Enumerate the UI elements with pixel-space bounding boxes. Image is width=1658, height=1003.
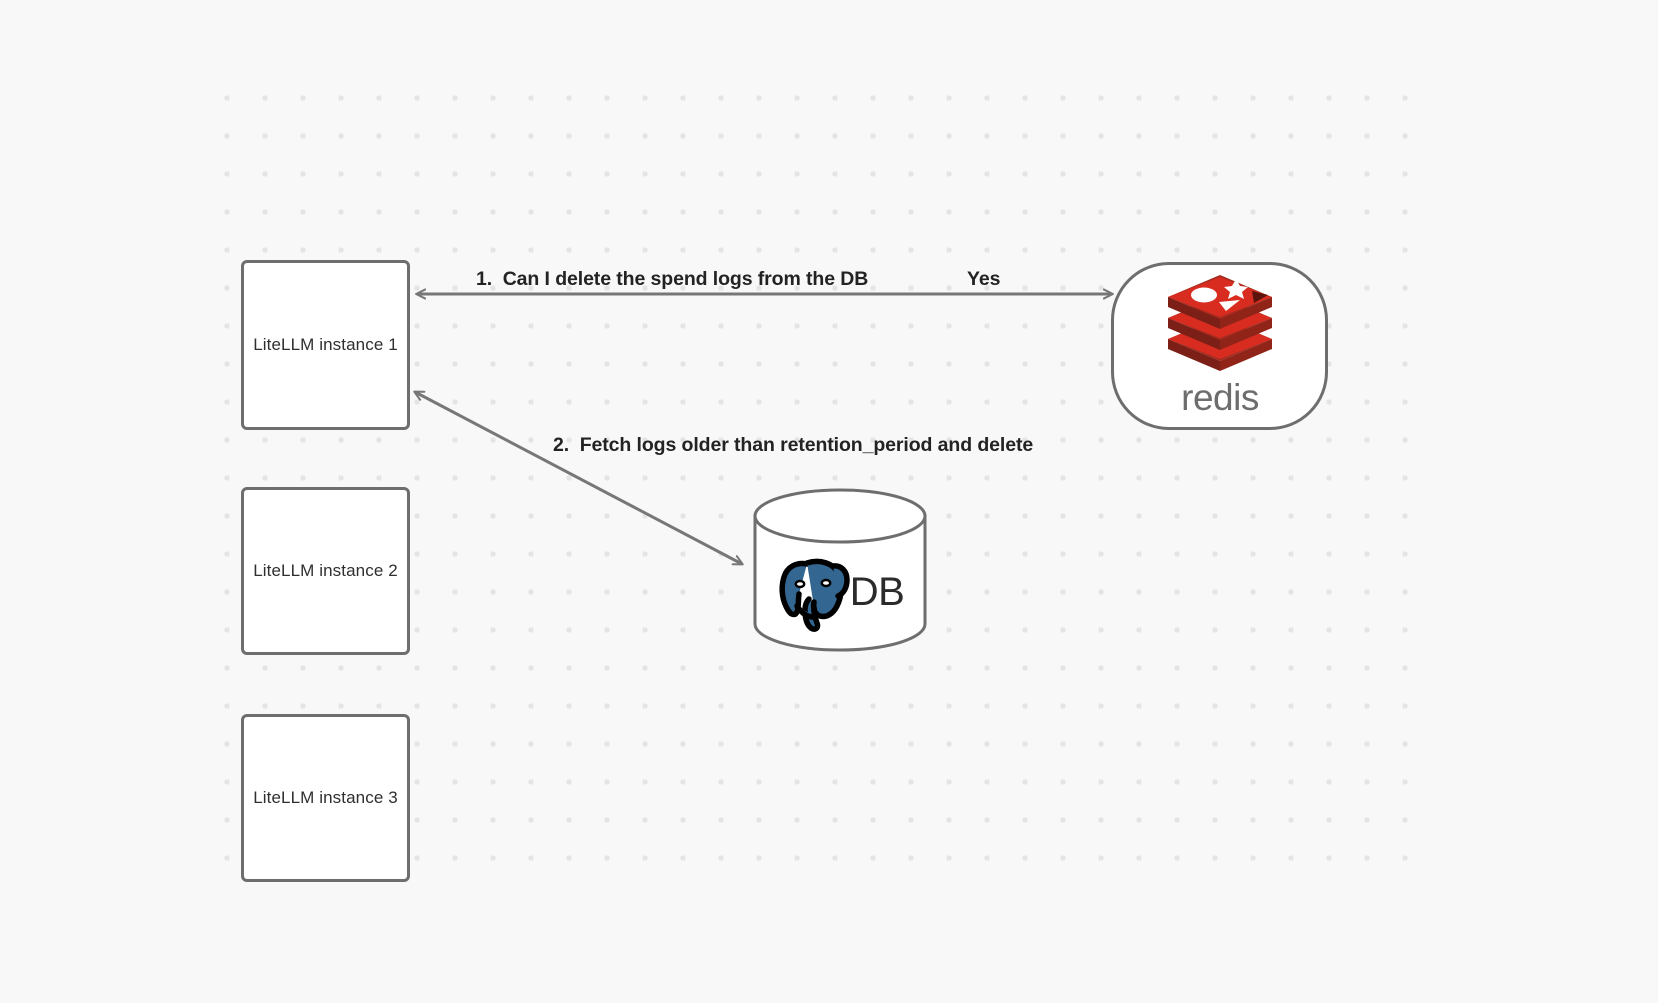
node-litellm-instance-1[interactable]: LiteLLM instance 1 (241, 260, 410, 430)
db-content: DB (752, 550, 928, 634)
db-label: DB (849, 569, 905, 614)
node-litellm-instance-2[interactable]: LiteLLM instance 2 (241, 487, 410, 655)
redis-wordmark: redis (1181, 379, 1259, 418)
edge-instance1-db (415, 392, 742, 564)
edge-label-step-2: 2. Fetch logs older than retention_perio… (553, 434, 1034, 456)
svg-text:redis: redis (1181, 379, 1259, 418)
node-postgres-db[interactable]: DB (752, 488, 928, 652)
node-label: LiteLLM instance 1 (253, 335, 398, 354)
postgresql-elephant-icon (779, 558, 850, 632)
redis-logo-icon (1167, 275, 1272, 371)
node-label: LiteLLM instance 2 (253, 561, 398, 580)
edge-label-step-1: 1. Can I delete the spend logs from the … (476, 268, 869, 290)
edge-label-redis-reply: Yes (967, 268, 1001, 290)
node-redis[interactable]: redis (1111, 262, 1328, 430)
node-label: LiteLLM instance 3 (253, 788, 398, 807)
node-litellm-instance-3[interactable]: LiteLLM instance 3 (241, 714, 410, 882)
